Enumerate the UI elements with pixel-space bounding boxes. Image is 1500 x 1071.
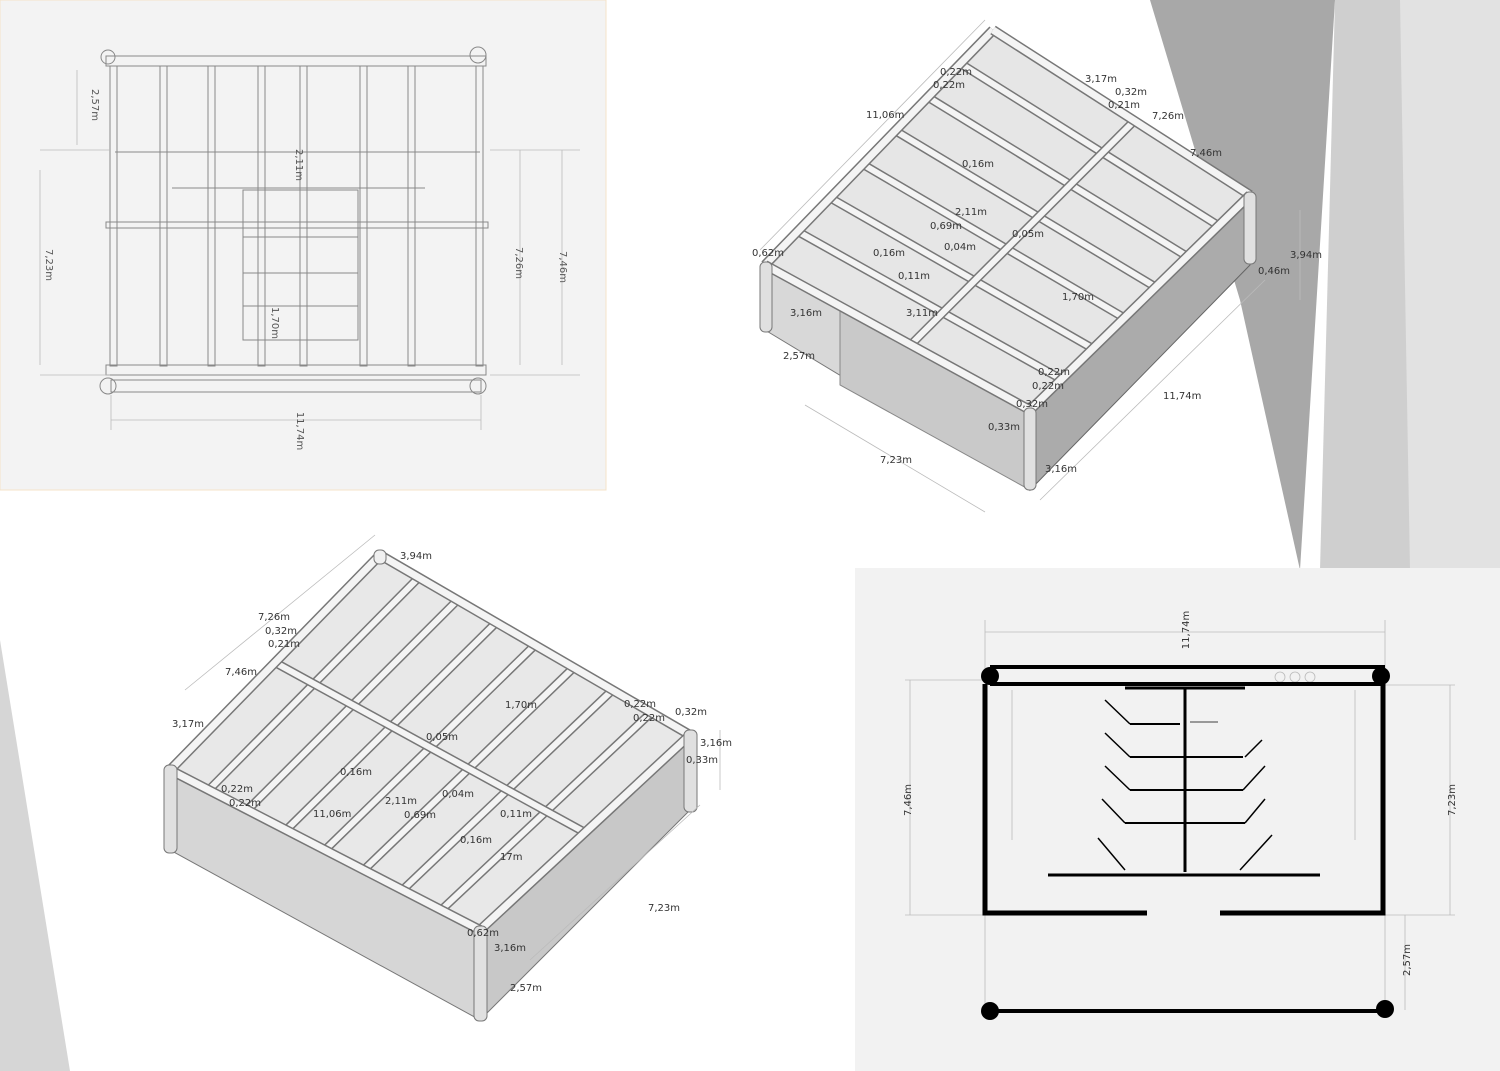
dim-label: 3,16m	[790, 308, 823, 319]
dim-label: 3,16m	[700, 738, 733, 749]
dim-label: 2,57m	[510, 983, 543, 994]
dim-label: 0,16m	[962, 159, 995, 170]
dim-label: 0,22m	[221, 784, 254, 795]
dim-label: 2,11m	[955, 207, 988, 218]
dim-label: 7,26m	[1152, 111, 1185, 122]
plan-beam	[109, 65, 118, 367]
dim-label: 17m	[500, 852, 523, 863]
dim-label: 11,06m	[866, 110, 905, 121]
dim-label: 2,11m	[293, 148, 305, 182]
dim-label: 0,32m	[675, 707, 708, 718]
dim-label: 0,22m	[1038, 367, 1071, 378]
dim-label: 3,16m	[494, 943, 527, 954]
roof-beam-top	[861, 161, 1126, 321]
dim-label: 7,23m	[648, 903, 681, 914]
dim-label: 0,16m	[460, 835, 493, 846]
dim-label: 7,46m	[557, 250, 569, 284]
dim-label: 0,32m	[1115, 87, 1148, 98]
dim-label: 3,11m	[906, 308, 939, 319]
plan-beam	[207, 65, 216, 367]
dim-label: 11,06m	[313, 809, 352, 820]
plan-beam	[475, 65, 484, 367]
dim-label: 0,16m	[873, 248, 906, 259]
dim-label: 3,94m	[400, 551, 433, 562]
top-plan-panel	[0, 0, 607, 491]
dim-label: 0,11m	[500, 809, 533, 820]
dim-label: 11,74m	[1163, 391, 1202, 402]
background-shade-right	[1150, 0, 1335, 570]
iso-view-1	[759, 19, 1301, 513]
dim-label: 0,05m	[1012, 229, 1045, 240]
roof-beam-top	[828, 195, 1095, 352]
plan-beam	[159, 65, 168, 367]
dim-label: 7,23m	[1447, 783, 1459, 817]
dim-label: 3,94m	[1290, 250, 1323, 261]
rim-beam-top	[167, 552, 383, 773]
dim-label: 0,21m	[1108, 100, 1141, 111]
dim-label: 1,70m	[269, 306, 281, 340]
rim-beam-top	[378, 551, 692, 739]
plan-beam	[299, 65, 308, 367]
background-shade-right-lighter	[1400, 0, 1500, 570]
dim-label: 1,70m	[505, 700, 538, 711]
roof-beam-top	[926, 94, 1189, 259]
roof-beam-top	[958, 61, 1221, 229]
dim-label: 0,05m	[426, 732, 459, 743]
dim-label: 0,32m	[265, 626, 298, 637]
roof-beam-top	[893, 128, 1158, 290]
plan-beam	[407, 65, 416, 367]
rim-beam-top	[762, 27, 996, 268]
dim-label: 0,22m	[229, 798, 262, 809]
dim-label: 11,74m	[294, 411, 306, 451]
roof-beam-top	[796, 228, 1063, 382]
plan-beam	[257, 65, 266, 367]
dim-label: 0,69m	[404, 810, 437, 821]
dim-label: 7,23m	[880, 455, 913, 466]
dim-label: 3,16m	[1045, 464, 1078, 475]
dim-label: 7,23m	[43, 248, 55, 282]
dim-label: 0,62m	[467, 928, 500, 939]
rim-beam-top	[763, 261, 1032, 414]
dim-label: 2,57m	[1402, 943, 1414, 977]
dim-label: 0,46m	[1258, 266, 1291, 277]
dim-label: 7,46m	[225, 667, 258, 678]
dim-label: 7,46m	[903, 783, 915, 817]
dim-label: 0,21m	[268, 639, 301, 650]
dim-label: 0,69m	[930, 221, 963, 232]
plan-beam	[359, 65, 368, 367]
dim-label: 0,11m	[898, 271, 931, 282]
dim-label: 1,70m	[1062, 292, 1095, 303]
dim-label: 0,04m	[944, 242, 977, 253]
dim-label: 0,22m	[933, 80, 966, 91]
dim-label: 0,04m	[442, 789, 475, 800]
cross-beam-top	[908, 118, 1137, 347]
rim-beam-top	[168, 766, 482, 934]
dim-label: 2,57m	[783, 351, 816, 362]
rim-beam-top	[991, 27, 1252, 198]
dim-label: 0,22m	[624, 699, 657, 710]
dim-label: 2,11m	[385, 796, 418, 807]
rim-beam-top	[477, 732, 693, 933]
dim-label: 0,16m	[340, 767, 373, 778]
dim-label: 0,33m	[686, 755, 719, 766]
dim-label: 0,32m	[1016, 399, 1049, 410]
dim-label: 3,17m	[1085, 74, 1118, 85]
dim-label: 2,57m	[89, 88, 101, 122]
dim-label: 0,62m	[752, 248, 785, 259]
dim-label: 7,46m	[1190, 148, 1223, 159]
dim-label: 3,17m	[172, 719, 205, 730]
dim-label: 0,22m	[1032, 381, 1065, 392]
dim-label: 7,26m	[258, 612, 291, 623]
dim-label: 7,26m	[513, 246, 525, 280]
rim-beam-top	[1027, 192, 1253, 413]
dim-label: 0,22m	[940, 67, 973, 78]
dim-label: 0,33m	[988, 422, 1021, 433]
dim-label: 11,74m	[1181, 610, 1193, 650]
dim-label: 0,22m	[633, 713, 666, 724]
iso-view-2	[163, 534, 721, 1022]
floor-plan-panel	[855, 568, 1500, 1071]
cross-beam-top	[273, 659, 587, 836]
background-shade-left	[0, 640, 70, 1071]
